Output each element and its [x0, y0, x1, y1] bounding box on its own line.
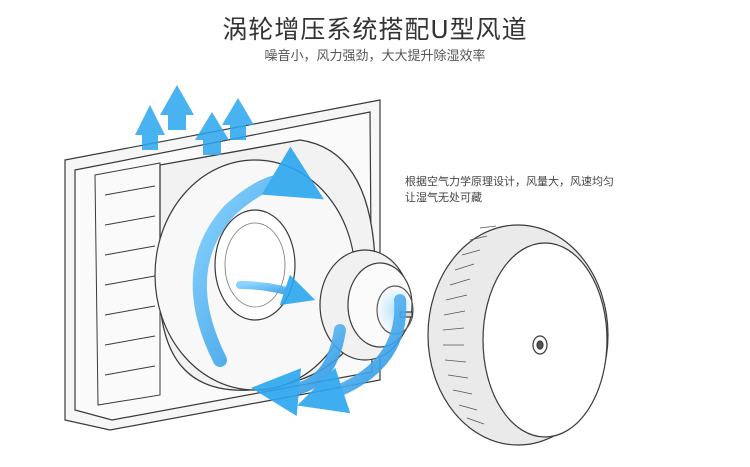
description-line-2: 让湿气无处可藏	[405, 191, 482, 204]
impeller-wheel	[427, 224, 609, 446]
housing-fins	[94, 162, 161, 406]
exhaust-arrows	[135, 85, 254, 155]
description-line-1: 根据空气力学原理设计，风量大，风速均匀	[405, 175, 614, 188]
volute-inlet	[214, 209, 296, 321]
page-title: 涡轮增压系统搭配U型风道	[222, 15, 528, 44]
impeller-blades	[442, 225, 497, 425]
page-subtitle: 噪音小，风力强劲，大大提升除湿效率	[264, 49, 486, 64]
airflow-arrows	[192, 146, 407, 417]
feature-description: 根据空气力学原理设计，风量大，风速均匀 让湿气无处可藏	[405, 174, 705, 206]
